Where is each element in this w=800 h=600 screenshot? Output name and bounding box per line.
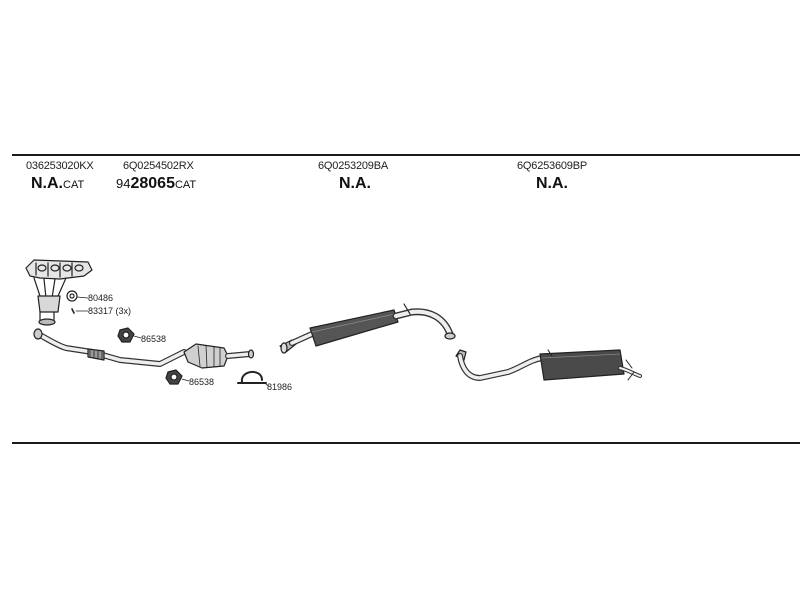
status-cat-prefix: 94 <box>116 176 131 191</box>
status-middle-silencer: N.A. <box>339 175 371 192</box>
bottom-divider <box>12 442 800 444</box>
middle-silencer <box>279 303 456 354</box>
status-rear-silencer: N.A. <box>536 175 568 192</box>
catalytic-converter <box>183 343 255 369</box>
part-number-manifold: 036253020KX <box>26 160 94 172</box>
callout-83317: 83317 (3x) <box>88 306 132 316</box>
front-pipe <box>33 328 187 367</box>
gasket-80486-icon <box>66 290 89 302</box>
callout-80486: 80486 <box>88 293 114 303</box>
callout-86538-lower: 86538 <box>189 377 215 387</box>
rear-silencer <box>455 349 642 381</box>
bolt-83317-icon <box>71 308 89 314</box>
gasket-86538-lower-icon <box>165 369 190 385</box>
part-number-catalytic-converter: 6Q0254502RX <box>123 160 194 172</box>
callout-81986: 81986 <box>267 382 293 392</box>
status-manifold-suffix: CAT <box>63 179 85 191</box>
exhaust-manifold <box>25 259 93 326</box>
top-divider <box>12 154 800 156</box>
status-catalytic-converter: 9428065CAT <box>116 175 196 193</box>
callout-86538-upper: 86538 <box>141 334 167 344</box>
part-number-middle-silencer: 6Q0253209BA <box>318 160 388 172</box>
gasket-86538-upper-icon <box>117 327 142 343</box>
status-cat-main: 28065 <box>130 175 175 192</box>
part-number-rear-silencer: 6Q6253609BP <box>517 160 587 172</box>
clamp-81986-icon <box>237 371 269 387</box>
status-cat-suffix: CAT <box>174 179 197 191</box>
status-manifold-main: N.A. <box>31 175 63 192</box>
status-manifold: N.A.CAT <box>31 175 84 193</box>
